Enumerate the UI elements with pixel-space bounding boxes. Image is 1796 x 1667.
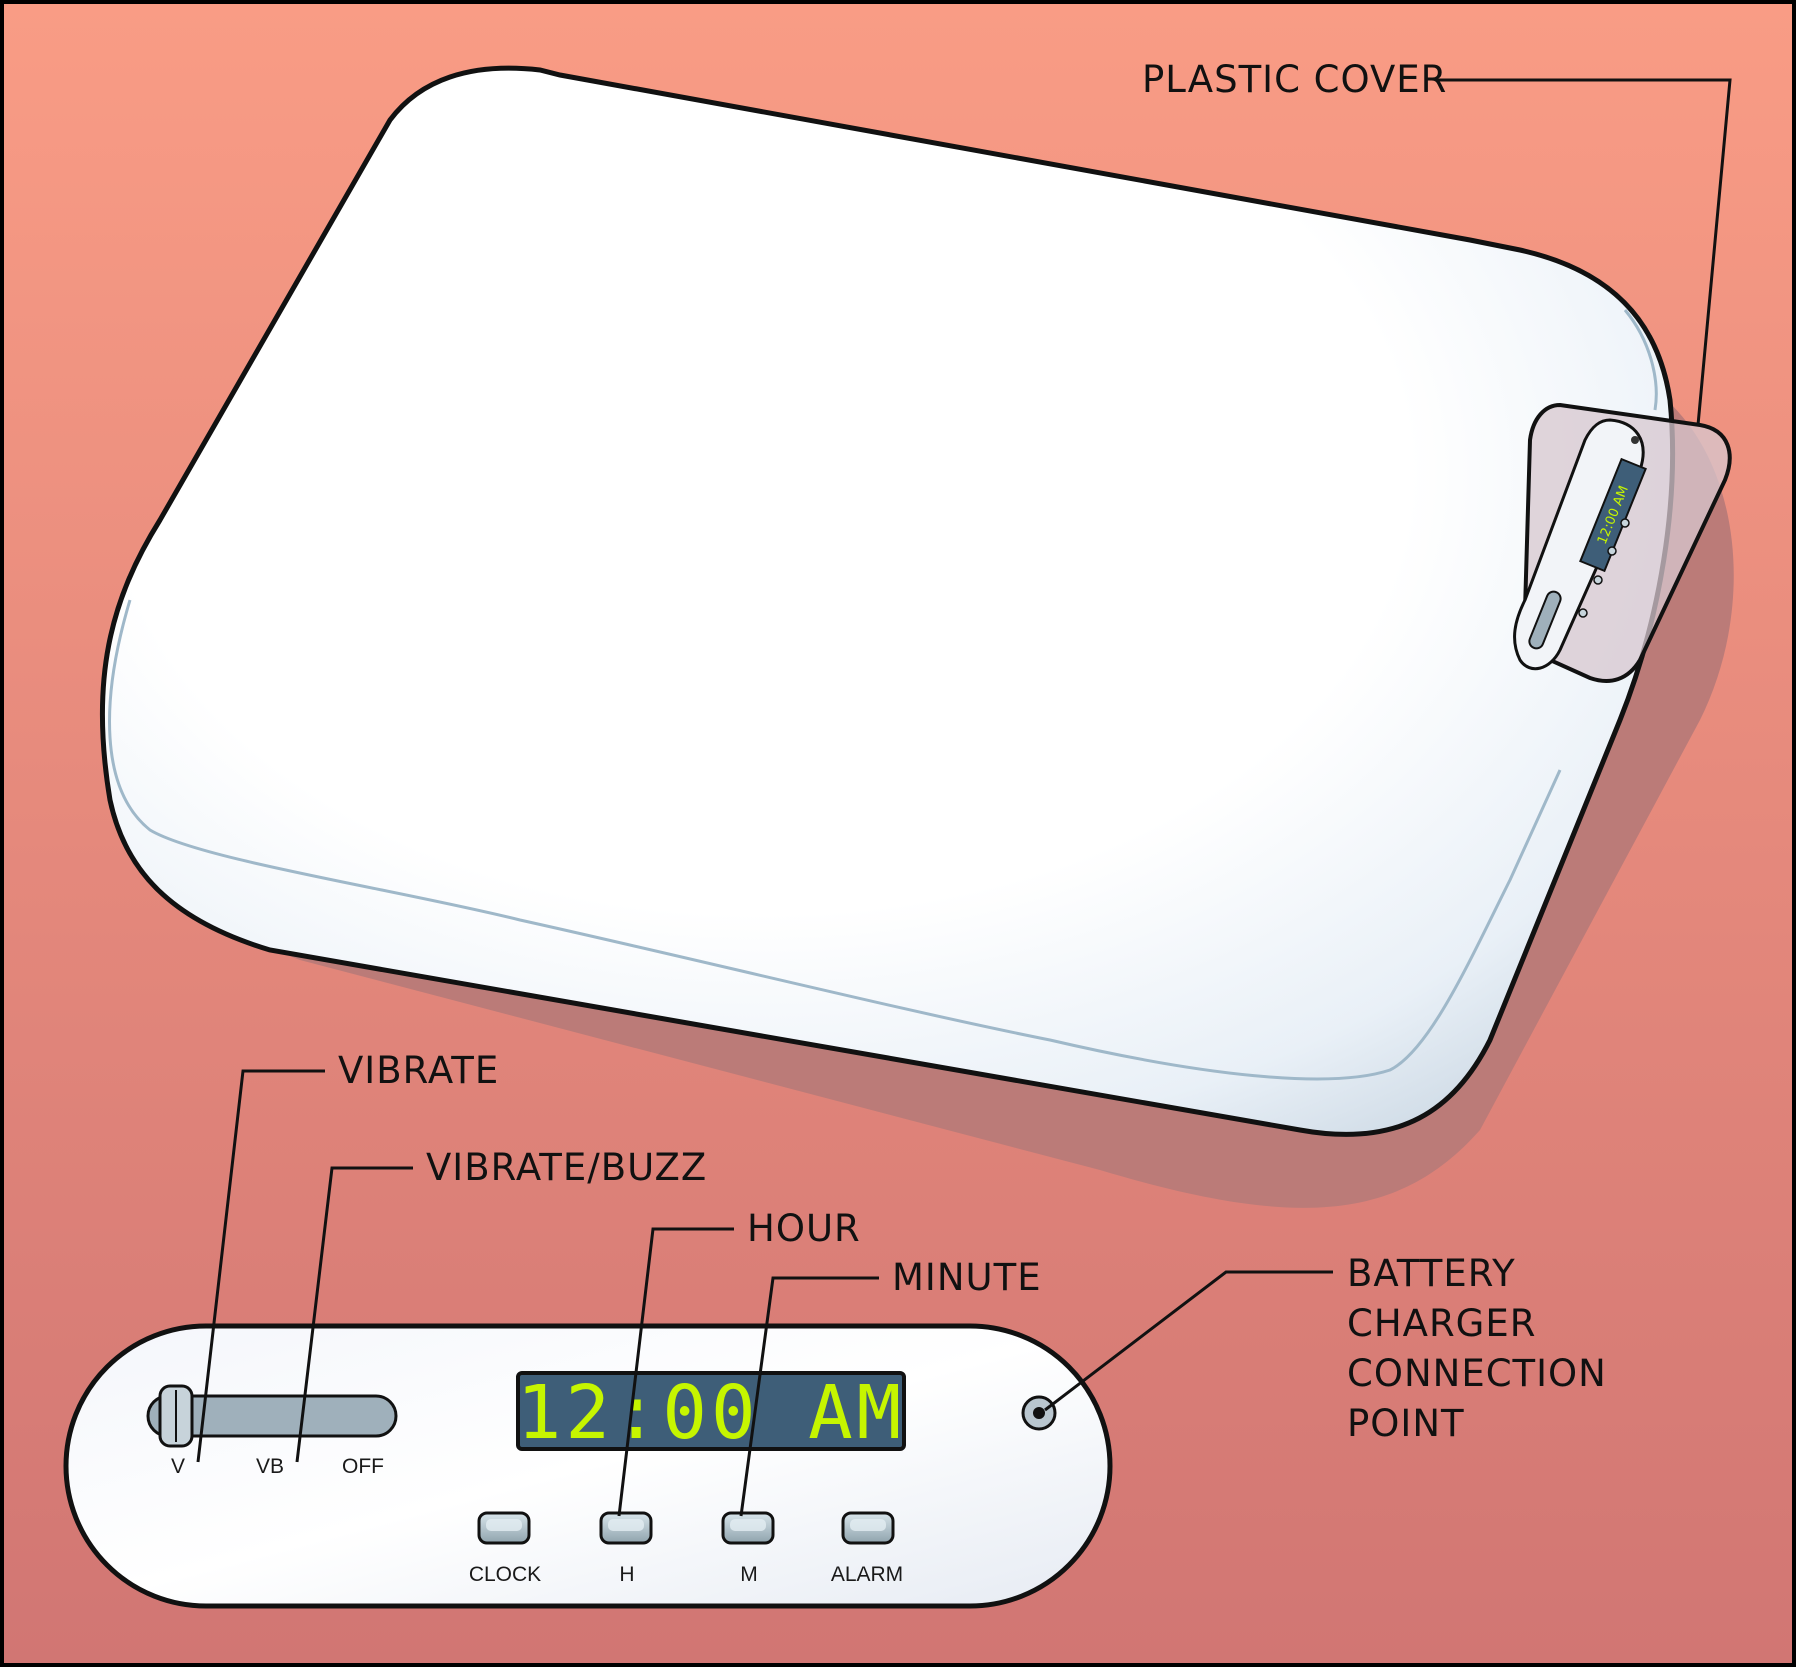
- lcd-time: 12:00 AM: [517, 1370, 905, 1456]
- control-panel-body: [63, 1323, 1113, 1609]
- button-label-alarm: ALARM: [831, 1563, 903, 1586]
- charger-port-hole: [1033, 1407, 1045, 1419]
- small-button-1: [1578, 608, 1588, 618]
- plastic-cover: 12:00 AM: [1513, 402, 1732, 683]
- button-hour[interactable]: [599, 1511, 653, 1545]
- leader-vibrate: [196, 1069, 325, 1463]
- small-button-4: [1620, 518, 1630, 528]
- small-charger-point: [1631, 436, 1639, 444]
- leader-hour: [617, 1227, 734, 1517]
- callout-hour: HOUR: [747, 1207, 861, 1250]
- button-alarm[interactable]: [841, 1511, 895, 1545]
- button-label-hour: H: [619, 1563, 634, 1586]
- callout-vibrate: VIBRATE: [338, 1049, 499, 1092]
- control-panel: V VB OFF 12:00 AM CLOCK H M ALARM: [63, 1323, 1113, 1609]
- small-button-3: [1607, 546, 1617, 556]
- pillow-seam-corner: [1623, 309, 1658, 411]
- callout-battery-line-4: POINT: [1347, 1402, 1465, 1445]
- leader-minute: [739, 1276, 879, 1517]
- leader-vibrate-buzz: [295, 1166, 413, 1463]
- pillow-seam: [108, 599, 1562, 1081]
- small-slider: [1528, 590, 1562, 650]
- switch-pos-vb: VB: [256, 1455, 284, 1478]
- switch-pos-v: V: [171, 1455, 185, 1478]
- lcd-display: [516, 1371, 906, 1451]
- button-label-minute: M: [740, 1563, 758, 1586]
- callout-vibrate-buzz: VIBRATE/BUZZ: [426, 1146, 707, 1189]
- callout-plastic-cover: PLASTIC COVER: [1142, 58, 1447, 101]
- callout-minute: MINUTE: [892, 1256, 1042, 1299]
- pillow: [99, 65, 1676, 1137]
- button-label-clock: CLOCK: [469, 1563, 541, 1586]
- switch-pos-off: OFF: [342, 1455, 384, 1478]
- mode-switch-track[interactable]: [146, 1394, 398, 1438]
- leader-plastic-cover: [1435, 78, 1732, 426]
- button-clock[interactable]: [477, 1511, 531, 1545]
- small-button-2: [1593, 575, 1603, 585]
- leader-battery: [1044, 1270, 1333, 1412]
- callout-battery-line-2: CHARGER: [1347, 1302, 1536, 1345]
- button-minute[interactable]: [721, 1511, 775, 1545]
- callout-battery-line-3: CONNECTION: [1347, 1352, 1607, 1395]
- callout-battery-line-1: BATTERY: [1347, 1252, 1516, 1295]
